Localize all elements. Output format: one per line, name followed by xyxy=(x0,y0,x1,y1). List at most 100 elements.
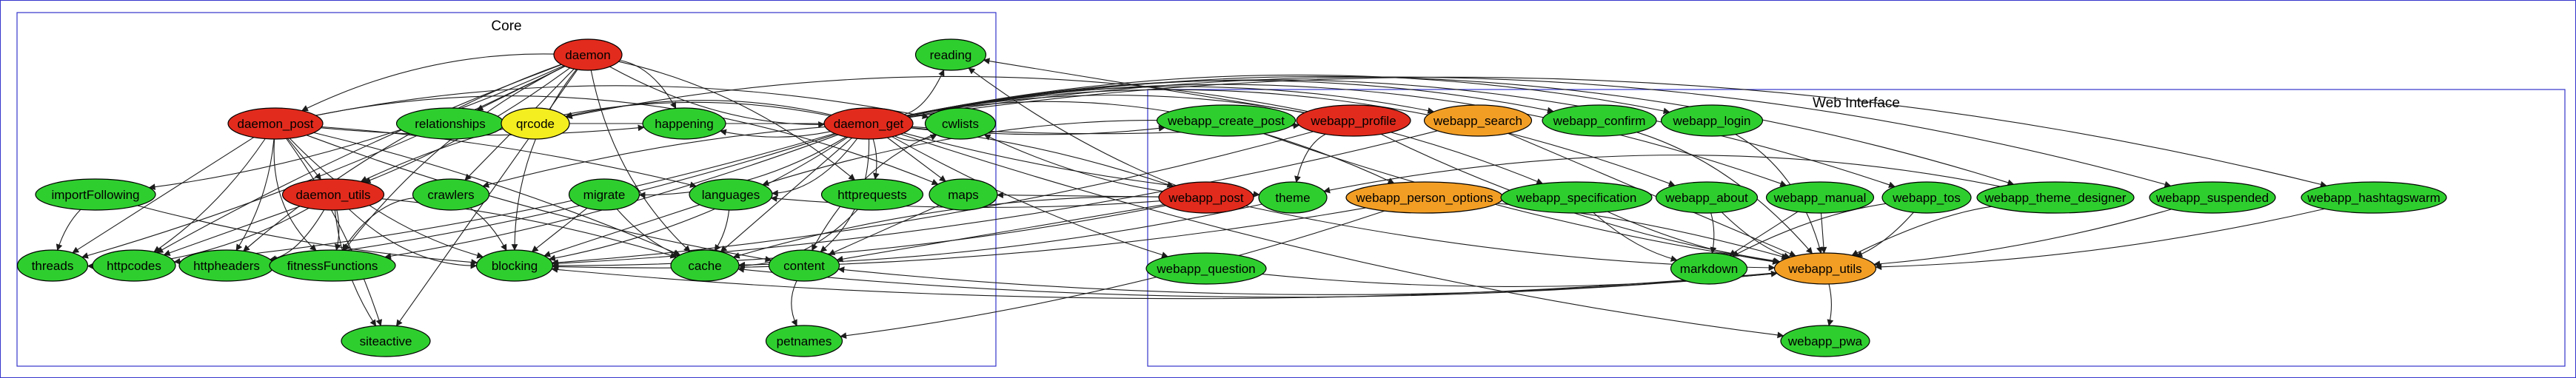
node-qrcode-label: qrcode xyxy=(516,117,555,131)
edge-webapp_theme_designer-webapp_utils xyxy=(1851,206,1992,256)
node-fitnessFunctions-label: fitnessFunctions xyxy=(287,259,378,273)
edge-webapp_person_options-petnames xyxy=(840,210,1385,340)
node-webapp_search: webapp_search xyxy=(1423,104,1533,137)
node-qrcode-shape xyxy=(501,107,570,140)
node-daemon_get-shape xyxy=(823,107,914,140)
node-content-label: content xyxy=(783,259,825,273)
node-siteactive: siteactive xyxy=(341,325,431,357)
node-importFollowing: importFollowing xyxy=(35,178,156,211)
node-webapp_hashtagswarm-label: webapp_hashtagswarm xyxy=(2306,191,2440,205)
node-webapp_hashtagswarm: webapp_hashtagswarm xyxy=(2301,181,2447,214)
node-httpheaders: httpheaders xyxy=(178,249,275,282)
node-webapp_question-shape xyxy=(1145,252,1267,285)
edge-webapp_utils-blocking xyxy=(551,266,1777,300)
edge-migrate-blocking xyxy=(531,207,588,252)
node-webapp_profile-shape xyxy=(1296,104,1411,137)
node-daemon-label: daemon xyxy=(565,48,610,62)
edge-crawlers-fitnessFunctions xyxy=(342,198,414,252)
edge-daemon_get-cwlists xyxy=(894,134,937,141)
node-migrate: migrate xyxy=(568,178,640,211)
edge-daemon_get-webapp_tos xyxy=(906,79,1896,189)
node-webapp_hashtagswarm-shape xyxy=(2301,181,2447,214)
edge-daemon-cache xyxy=(590,70,691,252)
node-daemon_utils-label: daemon_utils xyxy=(295,188,370,202)
node-webapp_about: webapp_about xyxy=(1655,181,1759,214)
edge-crawlers-blocking xyxy=(469,207,507,252)
edge-daemon_post-cwlists xyxy=(315,85,929,120)
edge-webapp_suspended-webapp_utils xyxy=(1873,209,2172,268)
node-webapp_manual: webapp_manual xyxy=(1765,181,1875,214)
node-languages-shape xyxy=(689,178,773,211)
edge-webapp_tos-markdown xyxy=(1731,203,1886,257)
node-relationships: relationships xyxy=(395,107,505,140)
node-relationships-label: relationships xyxy=(415,117,485,131)
edge-webapp_search-webapp_utils xyxy=(1508,132,1796,257)
node-maps-shape xyxy=(929,178,998,211)
node-maps: maps xyxy=(929,178,998,211)
edge-daemon-httpheaders xyxy=(243,64,562,252)
edge-daemon_post-fitnessFunctions xyxy=(273,138,317,252)
node-webapp_manual-label: webapp_manual xyxy=(1773,191,1867,205)
edge-daemon_post-httpcodes xyxy=(153,138,266,253)
node-daemon_post-label: daemon_post xyxy=(237,117,313,131)
node-webapp_question-label: webapp_question xyxy=(1156,262,1255,276)
node-theme: theme xyxy=(1258,181,1328,214)
node-webapp_login-label: webapp_login xyxy=(1673,114,1751,128)
edge-webapp_hashtagswarm-webapp_utils xyxy=(1875,208,2325,271)
node-reading-shape xyxy=(914,38,987,71)
node-cache-label: cache xyxy=(688,259,721,273)
node-crawlers-shape xyxy=(412,178,490,211)
node-happening-shape xyxy=(642,107,726,140)
edge-webapp_specification-markdown xyxy=(1593,212,1678,262)
edge-daemon_get-webapp_hashtagswarm xyxy=(909,76,2327,188)
edge-webapp_utils-webapp_pwa xyxy=(1827,283,1834,326)
node-daemon: daemon xyxy=(553,38,623,71)
node-markdown-shape xyxy=(1670,252,1748,285)
node-webapp_login-shape xyxy=(1660,104,1764,137)
cluster-web-label: Web Interface xyxy=(1813,95,1900,111)
edge-webapp_profile-theme xyxy=(1294,133,1326,183)
node-webapp_about-label: webapp_about xyxy=(1665,191,1748,205)
node-webapp_person_options-label: webapp_person_options xyxy=(1355,191,1493,205)
node-webapp_manual-shape xyxy=(1765,181,1875,214)
node-threads-label: threads xyxy=(32,259,74,273)
edge-daemon_post-languages xyxy=(321,126,697,189)
node-fitnessFunctions-shape xyxy=(269,249,396,282)
node-webapp_tos-label: webapp_tos xyxy=(1892,191,1961,205)
edge-importFollowing-blocking xyxy=(137,205,478,266)
node-petnames: petnames xyxy=(765,325,843,357)
edge-daemon-daemon_post xyxy=(301,53,555,112)
node-webapp_create_post-label: webapp_create_post xyxy=(1167,114,1285,128)
node-blocking: blocking xyxy=(475,249,554,282)
edge-daemon_get-httpheaders xyxy=(270,133,837,263)
edge-daemon_post-cache xyxy=(313,132,681,256)
node-webapp_specification-shape xyxy=(1500,181,1653,214)
edge-webapp_post-content xyxy=(836,204,1165,263)
edge-daemon_post-blocking xyxy=(289,138,484,259)
edge-daemon-threads xyxy=(81,66,566,259)
edge-daemon-httprequests xyxy=(618,61,856,180)
node-theme-shape xyxy=(1258,181,1328,214)
node-content-shape xyxy=(768,249,840,282)
edge-daemon_get-reading xyxy=(904,69,945,115)
node-cache-shape xyxy=(670,249,740,282)
node-webapp_confirm-shape xyxy=(1542,104,1657,137)
node-cache: cache xyxy=(670,249,740,282)
node-webapp_suspended: webapp_suspended xyxy=(2149,181,2276,214)
node-httprequests: httprequests xyxy=(820,178,924,211)
cluster-core-label: Core xyxy=(491,18,521,34)
node-webapp_theme_designer-label: webapp_theme_designer xyxy=(1984,191,2127,205)
node-blocking-label: blocking xyxy=(492,259,538,273)
edge-webapp_profile-blocking xyxy=(551,131,1314,266)
node-webapp_suspended-shape xyxy=(2149,181,2276,214)
node-webapp_theme_designer: webapp_theme_designer xyxy=(1976,181,2135,214)
node-httprequests-label: httprequests xyxy=(837,188,907,202)
edge-content-petnames xyxy=(791,280,797,327)
edge-daemon_get-webapp_specification xyxy=(906,95,1544,185)
edge-daemon_get-webapp_question xyxy=(891,136,1168,258)
node-httpcodes-shape xyxy=(92,249,176,282)
node-webapp_confirm: webapp_confirm xyxy=(1542,104,1657,137)
node-languages-label: languages xyxy=(702,188,760,202)
edge-daemon_post-threads xyxy=(72,137,254,254)
